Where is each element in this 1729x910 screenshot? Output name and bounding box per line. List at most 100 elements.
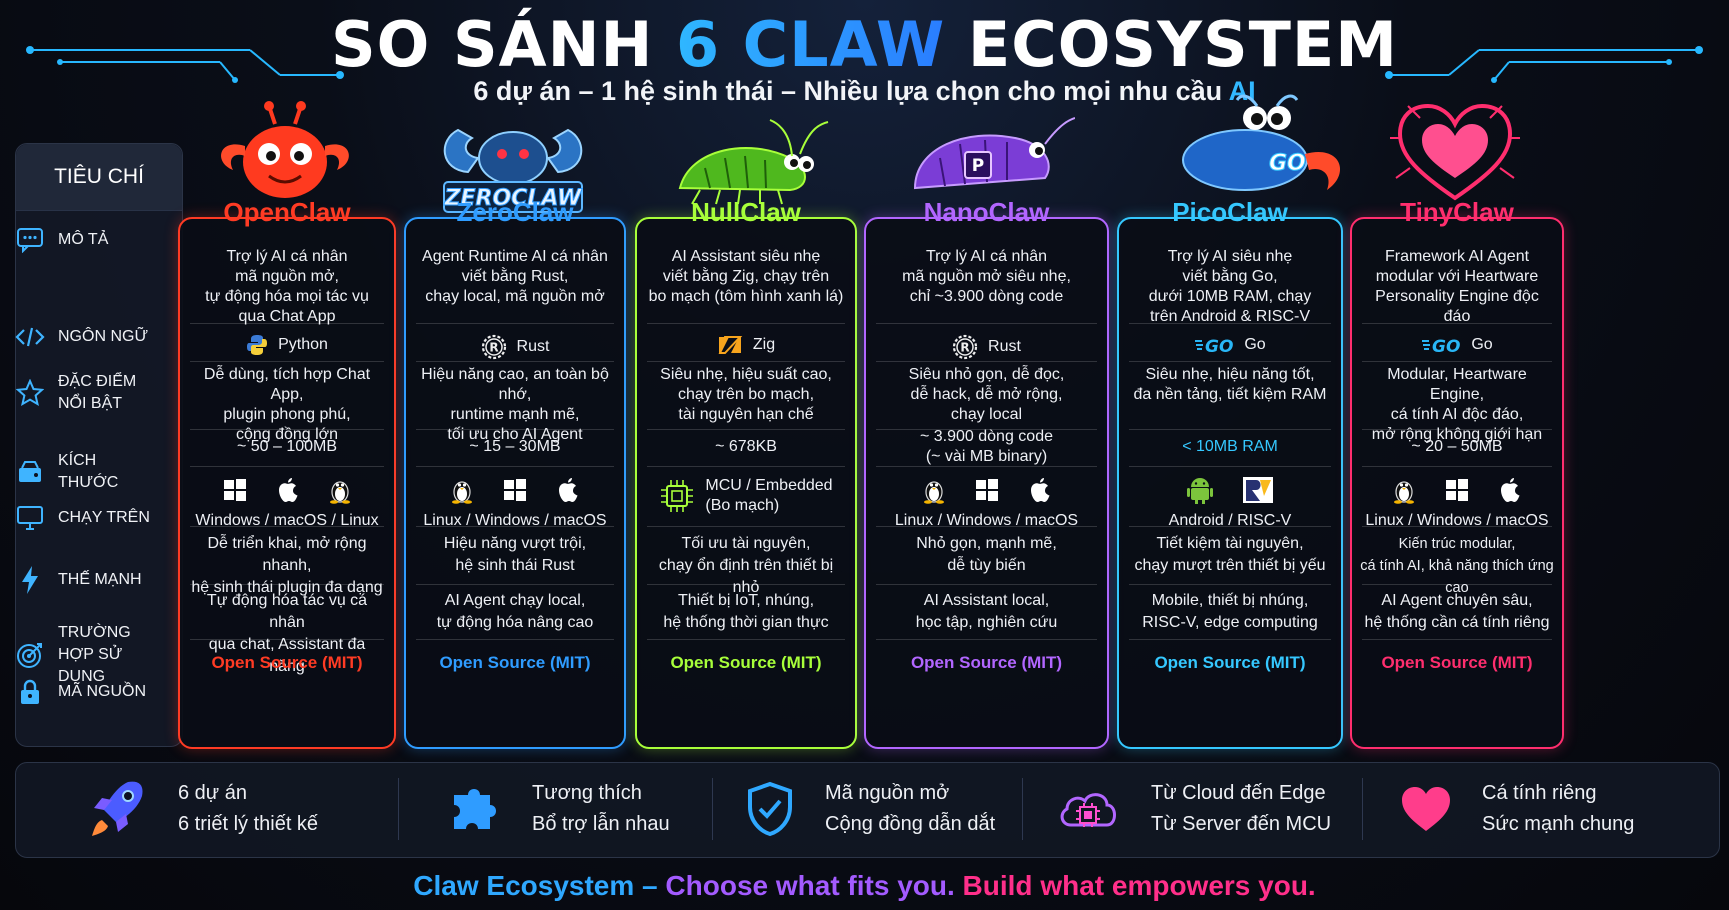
row-divider <box>1362 466 1552 467</box>
platform-icons <box>416 474 614 506</box>
project-features: Hiệu năng cao, an toàn bộ nhớ,runtime mạ… <box>421 366 609 443</box>
star-icon <box>16 379 44 407</box>
mascot-zeroclaw: ZEROCLAW <box>428 110 598 225</box>
criteria-label: MÔ TẢ <box>58 231 109 248</box>
feature-line2: 6 triết lý thiết kế <box>178 813 319 835</box>
project-use-cases: AI Assistant local,học tập, nghiên cứu <box>915 592 1058 631</box>
svg-text:GO: GO <box>1269 151 1306 176</box>
project-platforms: Windows / macOS / Linux <box>190 474 384 532</box>
platform-label: Linux / Windows / macOS <box>894 512 1079 529</box>
mascot-openclaw <box>205 98 365 213</box>
project-features: Siêu nhẹ, hiệu năng tốt,đa nền tảng, tiế… <box>1133 366 1327 403</box>
feature-line2: Bổ trợ lẫn nhau <box>532 813 670 835</box>
project-license: Open Source (MIT) <box>1381 653 1533 672</box>
windows-icon <box>222 477 248 503</box>
row-divider <box>1129 323 1331 324</box>
row-divider <box>416 526 614 527</box>
project-features: Dễ dùng, tích hợp Chat App,plugin phong … <box>203 366 371 443</box>
criteria-item: TRƯỜNG HỢP SỬ DỤNG <box>14 622 158 688</box>
project-strengths: Dễ triển khai, mở rộng nhanh,hệ sinh thá… <box>191 535 383 596</box>
language-label: Python <box>278 336 328 353</box>
criteria-label: TRƯỜNG HỢP SỬ DỤNG <box>58 624 131 685</box>
row-divider <box>1129 361 1331 362</box>
language-label: Go <box>1471 336 1493 353</box>
zig-icon <box>717 334 743 356</box>
monitor-icon <box>16 505 44 531</box>
svg-text:ZEROCLAW: ZEROCLAW <box>444 186 584 211</box>
svg-text:R: R <box>489 341 498 355</box>
lock-icon <box>19 679 41 705</box>
tagline: Claw Ecosystem – Choose what fits you. B… <box>413 870 1316 901</box>
project-size: ~ 15 – 30MB <box>469 438 561 455</box>
platform-icons <box>1362 474 1552 506</box>
feature-divider <box>712 778 713 840</box>
row-divider <box>647 361 845 362</box>
project-features: Modular, Heartware Engine,cá tính AI độc… <box>1371 366 1543 443</box>
project-size: ~ 3.900 dòng code(~ vài MB binary) <box>919 428 1053 465</box>
platform-label: MCU / Embedded(Bo mạch) <box>705 477 833 514</box>
project-strengths: Nhỏ gọn, mạnh mẽ,dễ tùy biến <box>916 535 1057 574</box>
criteria-label: MÃ NGUỒN <box>58 683 146 700</box>
chat-bubble-icon <box>16 227 44 253</box>
row-divider <box>876 639 1097 640</box>
row-divider <box>876 526 1097 527</box>
row-divider <box>647 466 845 467</box>
project-size: < 10MB RAM <box>1182 438 1278 455</box>
drive-icon <box>17 460 43 484</box>
project-platforms: Linux / Windows / macOS <box>1362 474 1552 532</box>
circuit-decoration-right <box>1385 46 1703 83</box>
feature-line1: Tương thích <box>532 782 642 804</box>
project-use-cases: AI Agent chạy local,tự động hóa nâng cao <box>436 592 594 631</box>
project-features: Siêu nhỏ gọn, dễ đọc,dễ hack, dễ mở rộng… <box>908 366 1065 423</box>
project-features: Siêu nhẹ, hiệu suất cao,chạy trên bo mạc… <box>660 366 832 423</box>
project-platforms: Linux / Windows / macOS <box>876 474 1097 532</box>
rust-icon: R <box>481 334 507 360</box>
criteria-label: THẾ MẠNH <box>58 571 142 588</box>
project-strengths: Tối ưu tài nguyên,chạy ổn định trên thiế… <box>658 535 834 596</box>
row-divider <box>1362 526 1552 527</box>
puzzle-icon <box>450 783 502 835</box>
feature-line2: Cộng đồng dẫn dắt <box>825 813 996 835</box>
platform-icons <box>1129 474 1331 506</box>
row-divider <box>416 466 614 467</box>
project-name: NullClaw <box>691 197 801 227</box>
lightning-icon <box>19 565 41 595</box>
linux-icon <box>328 476 352 504</box>
feature-divider <box>398 778 399 840</box>
shield-check-icon <box>745 781 795 837</box>
go-icon: GO <box>1194 335 1234 355</box>
row-divider <box>416 584 614 585</box>
heart-icon <box>1400 785 1452 833</box>
project-license: Open Source (MIT) <box>1154 653 1306 672</box>
project-platforms: MCU / Embedded(Bo mạch) <box>647 476 845 516</box>
row-divider <box>190 323 384 324</box>
row-divider <box>1129 639 1331 640</box>
row-divider <box>1362 429 1552 430</box>
project-language: Python <box>190 334 384 356</box>
row-divider <box>1129 584 1331 585</box>
row-divider <box>876 323 1097 324</box>
windows-icon <box>974 477 1000 503</box>
project-license: Open Source (MIT) <box>439 653 591 672</box>
platform-label: Linux / Windows / macOS <box>423 512 607 529</box>
criteria-icon-wrap <box>14 676 46 708</box>
row-divider <box>416 639 614 640</box>
project-strengths: Tiết kiệm tài nguyên,chạy mượt trên thiế… <box>1134 535 1326 574</box>
project-size: ~ 678KB <box>715 438 777 455</box>
criteria-item: MÃ NGUỒN <box>14 676 146 708</box>
row-divider <box>190 639 384 640</box>
feature-item: Tương thích Bổ trợ lẫn nhau <box>450 762 670 856</box>
criteria-icon-wrap <box>14 224 46 256</box>
apple-icon <box>1498 477 1522 503</box>
